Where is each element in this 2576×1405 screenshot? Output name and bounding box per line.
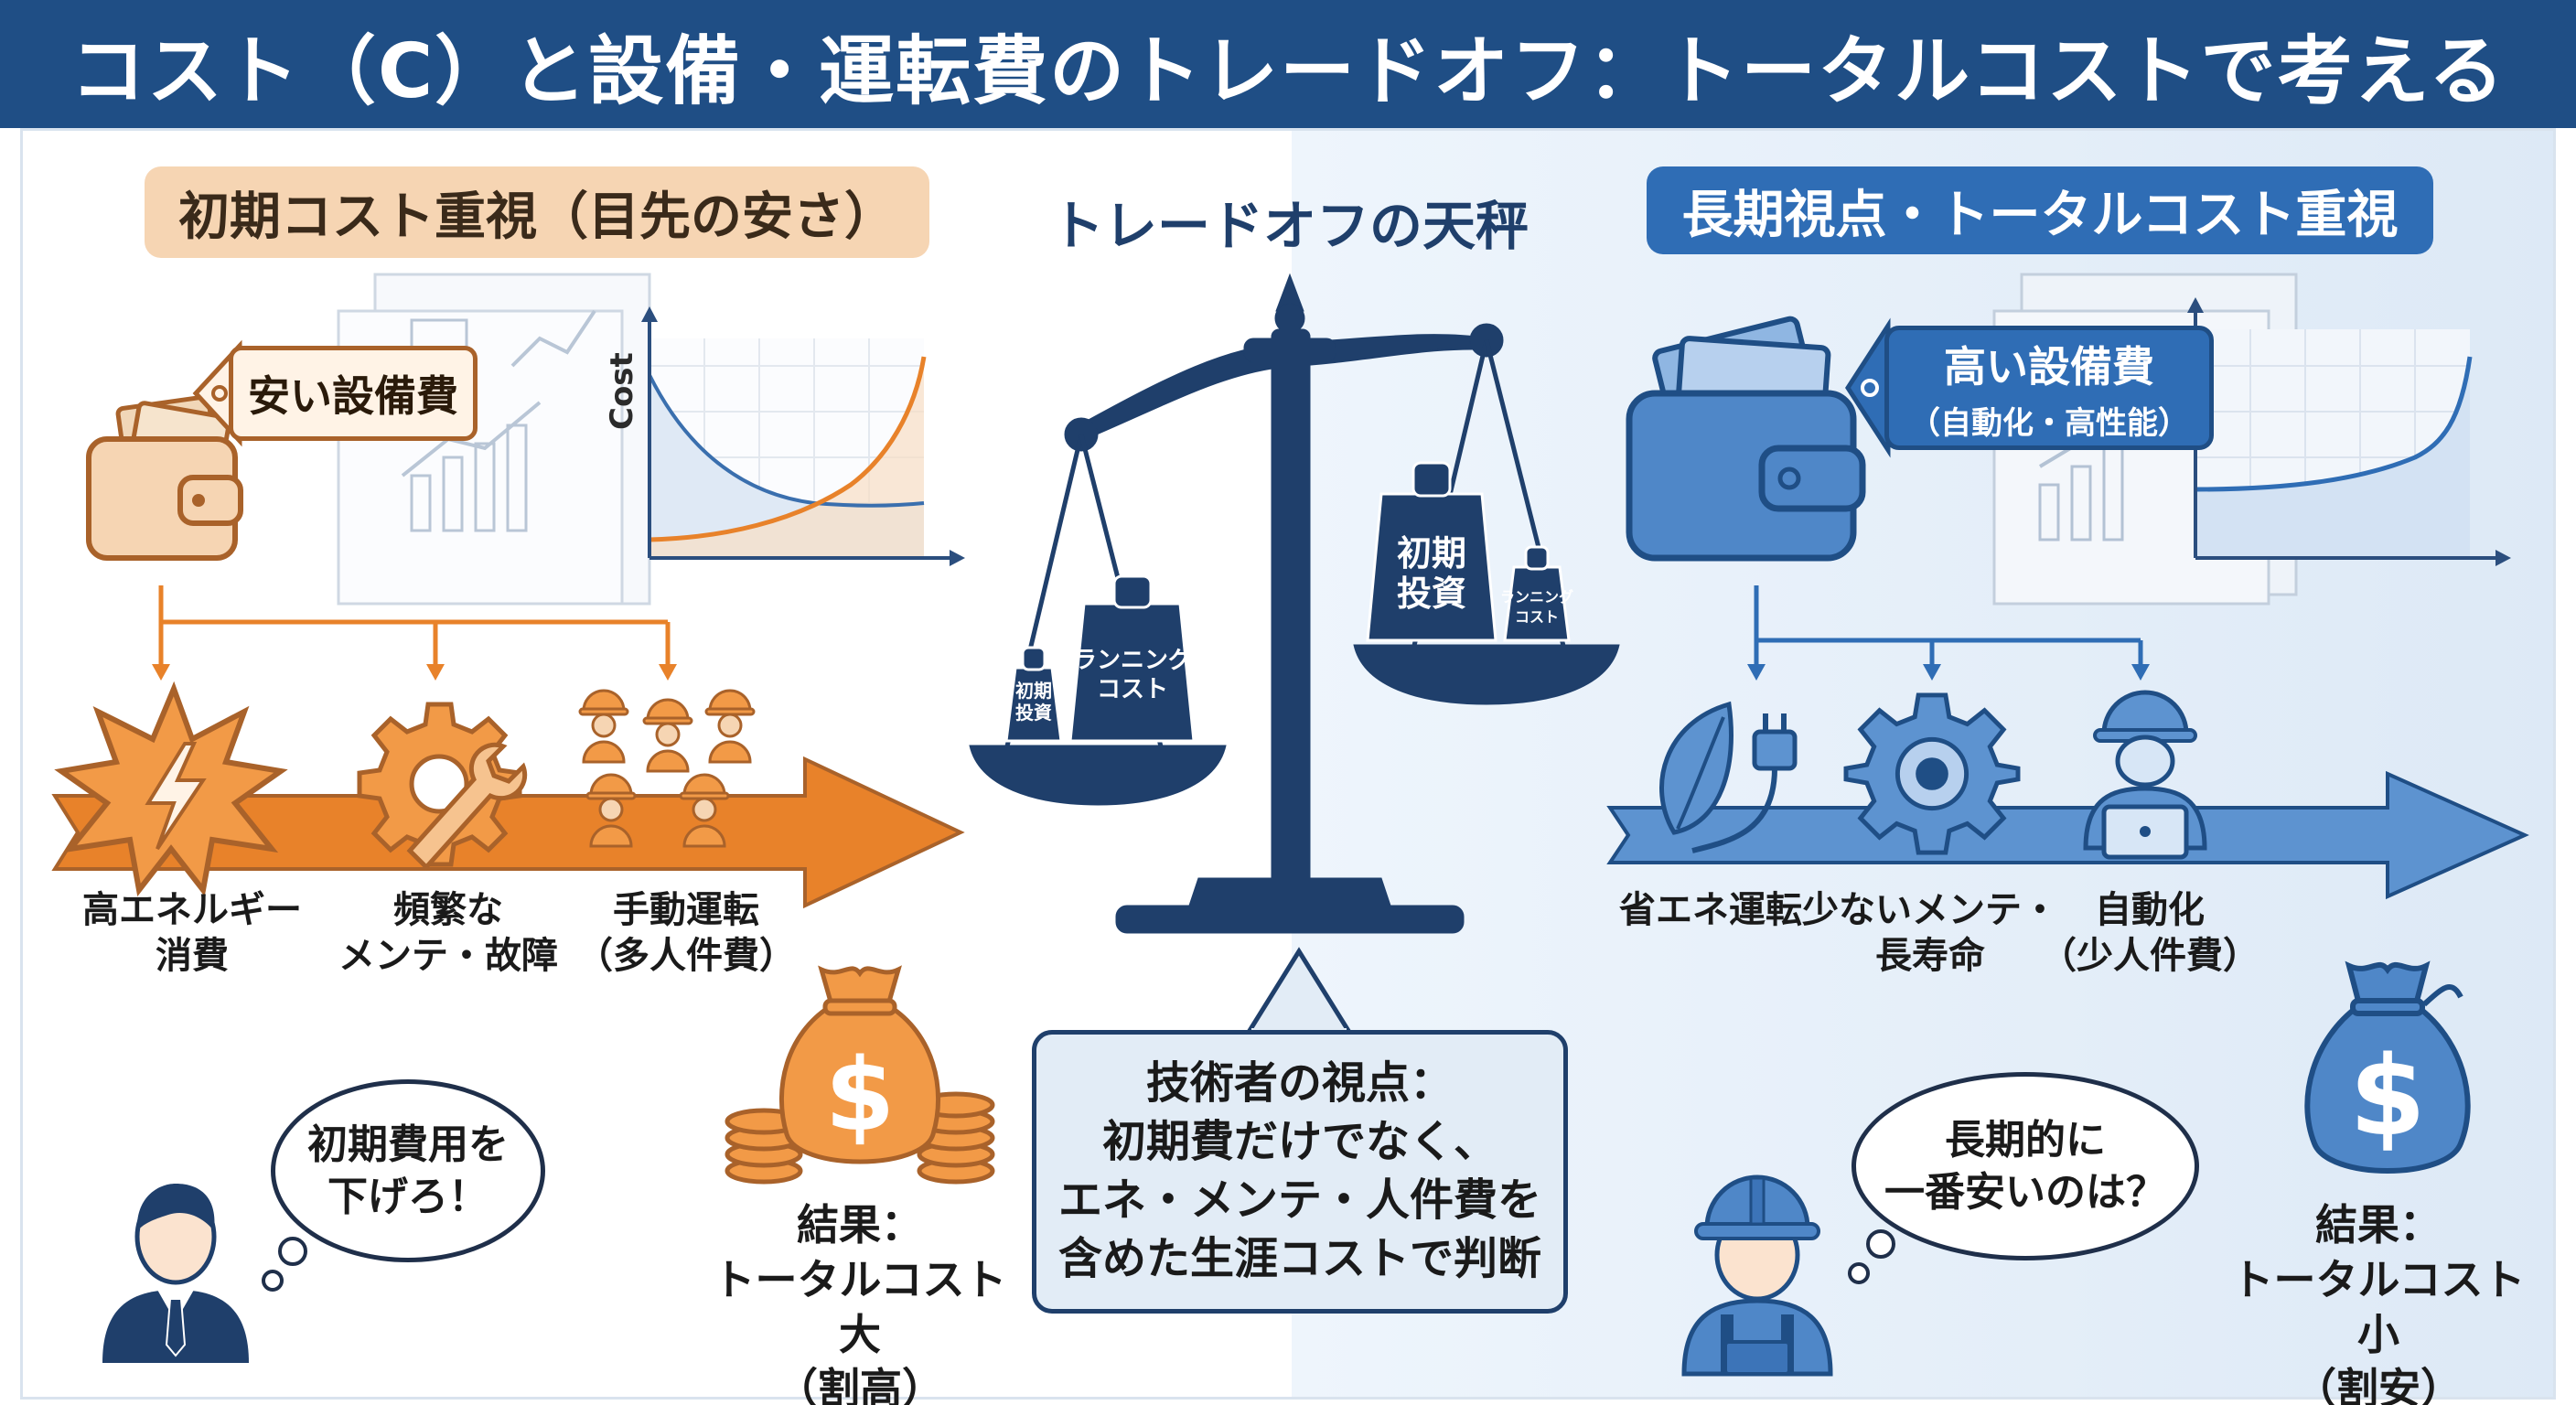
engineer-box-pointer: [1243, 947, 1355, 1039]
high-energy-icon: [54, 681, 288, 897]
wallet-icon-blue: [1626, 316, 1866, 562]
svg-text:$: $: [2349, 1034, 2426, 1161]
right-item-caption-energy: 省エネ運転: [1619, 889, 1802, 931]
left-document-illustration: [337, 273, 651, 606]
many-workers-icon: [578, 689, 756, 848]
right-thought-dots: [1848, 1229, 1895, 1284]
svg-text:$: $: [825, 1036, 896, 1153]
left-arrow-bar: [51, 756, 965, 909]
right-thought-bubble: 長期的に 一番安いのは？: [1852, 1072, 2199, 1260]
svg-text:投資: 投資: [1015, 702, 1052, 724]
left-connector-lines: [152, 585, 677, 681]
balance-title: トレードオフの天秤: [1050, 195, 1529, 257]
svg-text:投資: 投資: [1397, 574, 1466, 614]
left-thought-bubble: 初期費用を 下げろ！: [271, 1079, 545, 1262]
cost-axis-label: Cost: [604, 352, 640, 430]
engineer-helmet-icon: [1681, 1174, 1833, 1377]
page-title: コスト（C）と設備・運転費のトレードオフ：トータルコストで考える: [0, 0, 2576, 128]
expensive-equipment-tag: 高い設備費 （自動化・高性能）: [1884, 326, 2214, 450]
right-section-label: 長期視点・トータルコスト重視: [1647, 166, 2433, 254]
maintenance-gear-wrench-icon: [357, 702, 528, 871]
left-section-label: 初期コスト重視（目先の安さ）: [145, 166, 929, 258]
svg-text:初期: 初期: [1015, 680, 1052, 702]
gear-icon: [1843, 692, 2021, 855]
wallet-icon: [86, 394, 243, 561]
right-item-caption-maintenance: 少ないメンテ・ 長寿命: [1802, 889, 2058, 977]
content-frame: [20, 128, 2556, 1400]
svg-text:ランニング: ランニング: [1500, 588, 1573, 606]
left-result: 結果： トータルコスト大 （割高）: [713, 1200, 1007, 1405]
businessman-icon: [102, 1184, 249, 1363]
left-cost-chart: [641, 306, 965, 566]
svg-text:初期: 初期: [1397, 533, 1466, 574]
right-arrow-bar: [1606, 770, 2529, 900]
money-bag-icon-orange: $: [724, 965, 995, 1185]
cheap-equipment-tag: 安い設備費: [229, 346, 478, 441]
right-item-caption-automation: 自動化 （少人件費）: [2040, 889, 2259, 977]
automation-worker-icon: [2083, 690, 2207, 860]
balance-scale-icon: 初期 投資 ランニング コスト 初期 投資 ランニング コスト: [969, 273, 1620, 934]
left-item-caption-energy: 高エネルギー 消費: [82, 889, 302, 977]
engineer-perspective-box: 技術者の視点： 初期費だけでなく、 エネ・メンテ・人件費を 含めた生涯コストで判…: [1032, 1030, 1568, 1314]
left-thought-dots: [262, 1237, 307, 1292]
left-item-caption-manual: 手動運転 （多人件費）: [576, 889, 796, 977]
svg-text:コスト: コスト: [1515, 608, 1559, 626]
right-connector-lines: [1747, 585, 2150, 681]
svg-text:コスト: コスト: [1097, 676, 1168, 703]
energy-saving-leaf-icon: [1659, 701, 1798, 853]
money-bag-icon-blue: $: [2304, 960, 2471, 1174]
left-item-caption-maintenance: 頻繁な メンテ・故障: [338, 889, 558, 977]
right-result: 結果： トータルコスト小 （割安）: [2231, 1200, 2526, 1405]
right-cost-chart: [2187, 297, 2511, 566]
svg-text:ランニング: ランニング: [1073, 647, 1192, 674]
